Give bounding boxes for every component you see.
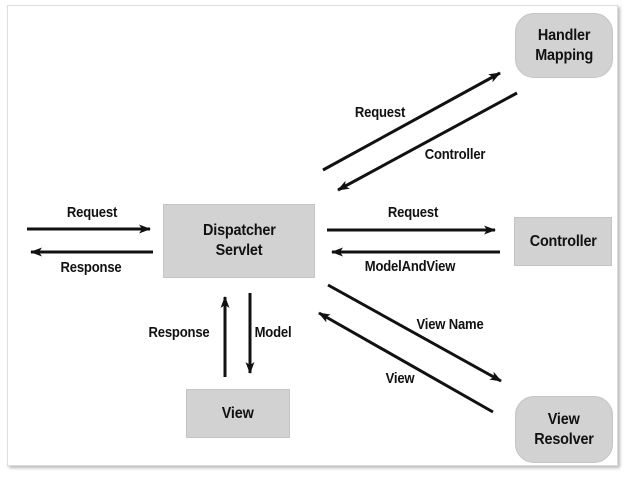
edge-label-handler-request: Request — [351, 104, 409, 122]
edge-label-resolver-view-name: View Name — [411, 316, 488, 334]
arrow-handler-controller — [337, 91, 518, 192]
edge-label-view-model: Model — [252, 324, 294, 342]
node-label-line2: Resolver — [534, 430, 594, 448]
edge-label-text: Response — [60, 259, 122, 276]
edge-label-text: View Name — [416, 316, 484, 333]
edge-label-text: Request — [387, 204, 439, 221]
node-label-line1: Handler — [537, 26, 591, 44]
node-view-resolver[interactable]: View Resolver — [515, 396, 613, 463]
edge-label-controller-modelandview: ModelAndView — [358, 258, 462, 276]
arrow-resolver-view — [318, 311, 494, 414]
node-label-line1: Controller — [529, 232, 597, 250]
edge-label-handler-controller: Controller — [420, 146, 490, 164]
edge-label-text: Controller — [424, 146, 486, 163]
edge-label-view-response: Response — [144, 324, 214, 342]
node-handler-mapping[interactable]: Handler Mapping — [515, 13, 613, 78]
node-dispatcher-servlet[interactable]: Dispatcher Servlet — [163, 204, 315, 278]
edge-label-text: Request — [66, 204, 118, 221]
edge-label-text: Request — [354, 104, 406, 121]
node-label-line2: Servlet — [215, 242, 263, 259]
node-label-line2: Mapping — [535, 46, 593, 64]
arrow-handler-request — [322, 71, 501, 172]
edge-label-text: Model — [254, 324, 292, 341]
node-label-line1: Dispatcher — [202, 222, 276, 239]
node-label-line1: View — [548, 410, 580, 428]
arrow-resolver-view-name — [327, 283, 502, 383]
node-view[interactable]: View — [186, 389, 290, 438]
edge-label-text: View — [385, 370, 415, 387]
edge-label-controller-request: Request — [384, 204, 442, 222]
node-label-line1: View — [222, 404, 254, 422]
edge-label-client-response: Response — [56, 259, 126, 277]
node-controller[interactable]: Controller — [514, 217, 612, 266]
edge-label-client-request: Request — [63, 204, 121, 222]
edge-label-resolver-view: View — [383, 370, 416, 388]
edge-label-text: Response — [148, 324, 210, 341]
edge-label-text: ModelAndView — [364, 258, 456, 275]
